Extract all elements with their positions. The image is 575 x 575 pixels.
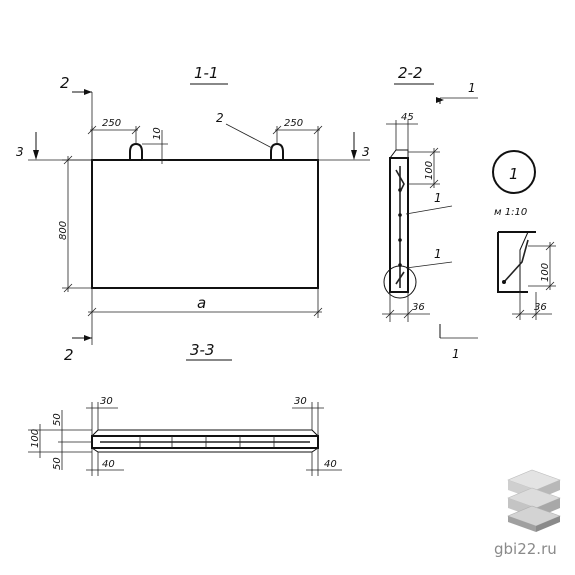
dim-front-height: 800 [58, 221, 69, 240]
cut-mark-1-bottom: 1 [452, 347, 460, 361]
panel-outline-front [91, 159, 319, 289]
watermark-logo [507, 469, 561, 532]
watermark-text: gbi22.ru [494, 540, 557, 558]
detail-circle-marker [383, 265, 417, 299]
dim-plan-bottom-left: 40 [102, 459, 115, 470]
section-title-3-3: 3-3 [190, 341, 215, 359]
dim-front-length: a [197, 294, 206, 312]
view-front-elevation: 1-1 3 3 2 2 250 [16, 64, 370, 364]
section-title-2-2: 2-2 [398, 64, 423, 82]
callout-loop: 2 [216, 111, 224, 125]
callout-rebar-a: 1 [434, 191, 442, 205]
dim-plan-total: 100 [30, 429, 41, 448]
cut-mark-2-bottom: 2 [64, 346, 74, 364]
dim-plan-top-right: 30 [294, 396, 307, 407]
dim-side-loop: 100 [424, 161, 435, 180]
panel-outline-side [389, 157, 409, 293]
detail-scale: м 1:10 [494, 207, 527, 218]
lifting-loop-right [270, 142, 284, 160]
view-side-section: 2-2 1 1 45 100 [382, 64, 478, 361]
dim-plan-bottom-right: 40 [324, 459, 337, 470]
dim-front-loop-height: 10 [152, 127, 163, 140]
detail-dim-height: 100 [540, 263, 551, 282]
callout-rebar-b: 1 [434, 247, 442, 261]
dim-plan-lower: 50 [52, 457, 63, 470]
cut-mark-2-top: 2 [60, 74, 70, 92]
view-plan-section: 3-3 30 30 100 50 50 40 [28, 341, 342, 476]
detail-view: 1 м 1:10 100 36 [492, 150, 556, 320]
dim-front-250-left: 250 [102, 118, 121, 129]
detail-dim-bottom: 36 [534, 302, 547, 313]
dim-plan-upper: 50 [52, 413, 63, 426]
cut-mark-3-right: 3 [362, 145, 370, 159]
detail-number: 1 [509, 165, 519, 183]
dim-side-top: 45 [401, 112, 414, 123]
lifting-loop-left [129, 142, 143, 160]
section-title-1-1: 1-1 [194, 64, 219, 82]
cut-mark-1-top: 1 [468, 81, 476, 95]
dim-plan-top-left: 30 [100, 396, 113, 407]
cut-mark-3-left: 3 [16, 145, 24, 159]
detail-callout-circle [492, 150, 536, 194]
dim-front-250-right: 250 [284, 118, 303, 129]
dim-side-bottom: 36 [412, 302, 425, 313]
